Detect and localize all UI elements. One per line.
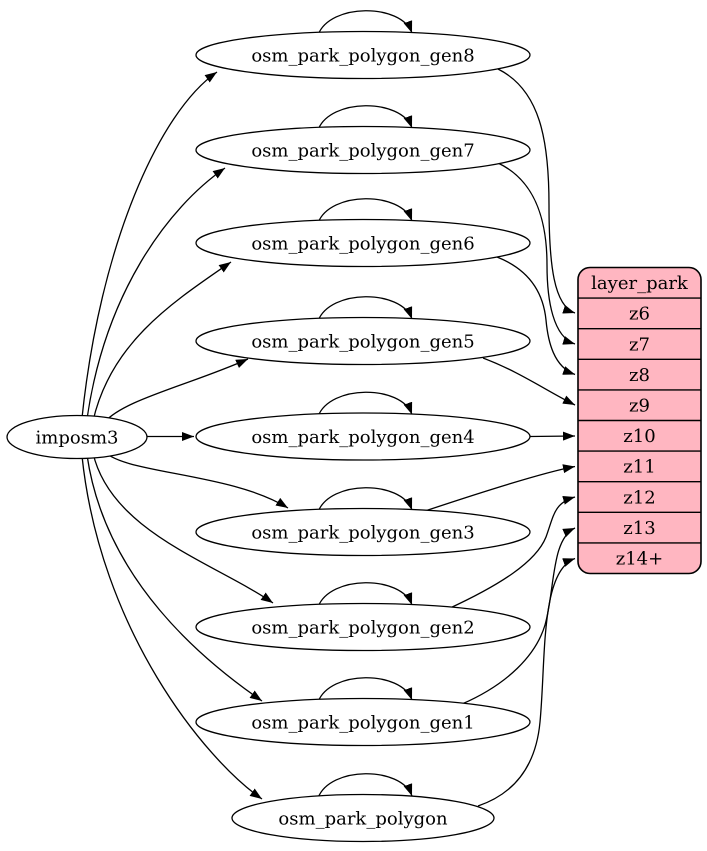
node-osm_park_polygon_gen3-label: osm_park_polygon_gen3	[251, 522, 474, 543]
self-loop-osm_park_polygon_gen2	[317, 582, 413, 608]
node-osm_park_polygon_gen5-label: osm_park_polygon_gen5	[251, 331, 474, 352]
node-osm_park_polygon_gen6-ellipse	[195, 218, 531, 268]
edge-imposm3-to-osm_park_polygon_gen2	[92, 452, 274, 604]
edge-imposm3-to-osm_park_polygon_gen5	[102, 358, 249, 425]
node-osm_park_polygon_gen1-ellipse	[195, 697, 531, 747]
node-osm_park_polygon_gen7-ellipse	[195, 125, 531, 175]
edge-osm_park_polygon_gen1-to-layer_park.z13	[461, 527, 576, 705]
record-row-z14+: z14+	[616, 549, 663, 570]
node-osm_park_polygon_gen4-label: osm_park_polygon_gen4	[251, 427, 474, 448]
node-osm_park_polygon_gen3: osm_park_polygon_gen3	[195, 507, 531, 557]
node-osm_park_polygon_gen2-ellipse	[195, 602, 531, 652]
node-osm_park_polygon_gen8-ellipse	[195, 30, 531, 80]
node-osm_park_polygon-ellipse	[231, 793, 495, 843]
node-osm_park_polygon_gen7: osm_park_polygon_gen7	[195, 125, 531, 175]
edge-osm_park_polygon_gen3-to-layer_park.z11	[424, 464, 576, 512]
node-osm_park_polygon_gen2: osm_park_polygon_gen2	[195, 602, 531, 652]
node-osm_park_polygon_gen8: osm_park_polygon_gen8	[195, 30, 531, 80]
edge-imposm3-to-osm_park_polygon_gen3	[102, 449, 289, 509]
edge-osm_park_polygon_gen5-to-layer_park.z9	[482, 357, 576, 406]
edge-osm_park_polygon_gen4-to-layer_park.z10	[529, 431, 576, 441]
node-osm_park_polygon_gen5: osm_park_polygon_gen5	[195, 316, 531, 366]
edge-osm_park_polygon_gen2-to-layer_park.z12	[447, 495, 576, 610]
node-osm_park_polygon_gen2-label: osm_park_polygon_gen2	[251, 617, 474, 638]
node-osm_park_polygon: osm_park_polygon	[231, 793, 495, 843]
edge-imposm3-to-osm_park_polygon_gen8	[81, 71, 218, 419]
node-osm_park_polygon_gen6: osm_park_polygon_gen6	[195, 218, 531, 268]
node-osm_park_polygon_gen6-label: osm_park_polygon_gen6	[251, 233, 474, 254]
record-row-z10: z10	[623, 426, 655, 447]
edge-imposm3-to-osm_park_polygon_gen1	[86, 454, 263, 702]
edge-osm_park_polygon_gen7-to-layer_park.z7	[497, 162, 576, 345]
self-loop-osm_park_polygon_gen1	[317, 677, 413, 703]
node-osm_park_polygon_gen7-label: osm_park_polygon_gen7	[251, 140, 474, 161]
node-osm_park_polygon_gen4-ellipse	[195, 412, 531, 461]
record-row-z6: z6	[629, 304, 650, 325]
node-osm_park_polygon_gen8-label: osm_park_polygon_gen8	[251, 45, 474, 66]
node-imposm3: imposm3	[6, 414, 148, 460]
self-loop-osm_park_polygon_gen8	[317, 10, 413, 36]
node-osm_park_polygon_gen3-ellipse	[195, 507, 531, 557]
record-row-z12: z12	[623, 487, 655, 508]
self-loop-osm_park_polygon	[317, 773, 413, 799]
record-row-z7: z7	[629, 334, 650, 355]
self-loop-osm_park_polygon_gen5	[317, 296, 413, 322]
record-row-z8: z8	[629, 365, 650, 386]
self-loop-osm_park_polygon_gen6	[317, 198, 413, 224]
node-osm_park_polygon_gen5-ellipse	[195, 316, 531, 366]
self-loop-osm_park_polygon_gen3	[317, 487, 413, 513]
record-row-z13: z13	[623, 518, 655, 539]
edge-osm_park_polygon_gen6-to-layer_park.z8	[496, 256, 576, 376]
edge-imposm3-to-osm_park_polygon_gen7	[86, 167, 226, 420]
node-imposm3-label: imposm3	[36, 427, 119, 448]
record-row-z9: z9	[629, 396, 650, 417]
edge-osm_park_polygon-to-layer_park.z14+	[477, 557, 576, 807]
edge-osm_park_polygon_gen8-to-layer_park.z6	[497, 68, 576, 314]
layer-park-header: layer_park	[591, 273, 689, 294]
edges-layer	[81, 10, 576, 807]
node-osm_park_polygon_gen1-label: osm_park_polygon_gen1	[251, 712, 474, 733]
node-osm_park_polygon_gen1: osm_park_polygon_gen1	[195, 697, 531, 747]
node-imposm3-ellipse	[6, 414, 148, 460]
node-layer_park: layer_park z6 z7 z8 z9 z10 z11 z12 z13 z14+	[577, 266, 702, 575]
node-osm_park_polygon_gen4: osm_park_polygon_gen4	[195, 412, 531, 461]
self-loop-osm_park_polygon_gen7	[317, 105, 413, 131]
edge-imposm3-to-osm_park_polygon_gen6	[92, 261, 232, 422]
self-loop-osm_park_polygon_gen4	[317, 391, 413, 417]
node-osm_park_polygon-label: osm_park_polygon	[278, 808, 448, 829]
record-row-z11: z11	[623, 457, 655, 478]
edge-imposm3-to-osm_park_polygon	[81, 455, 263, 800]
